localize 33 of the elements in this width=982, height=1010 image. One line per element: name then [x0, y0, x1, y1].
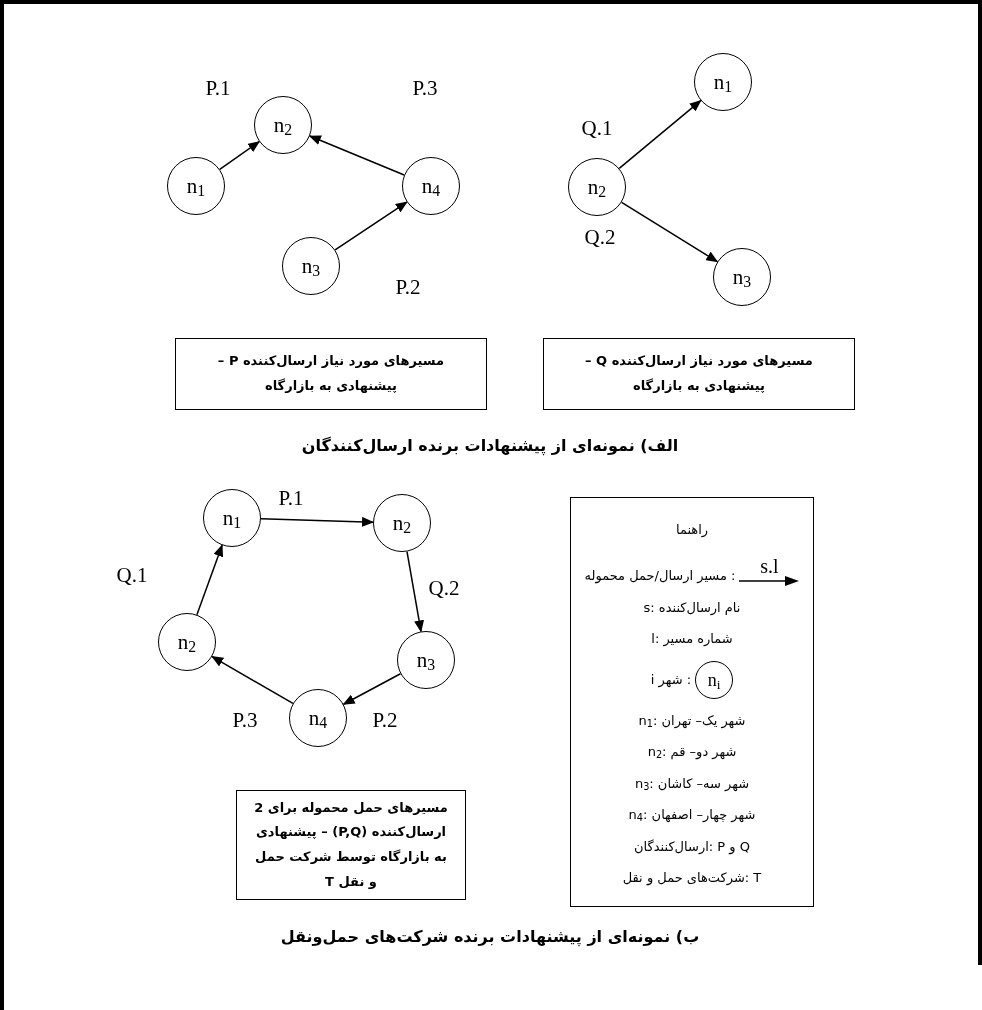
section-caption: الف) نمونه‌ای از پیشنهادات برنده ارسال‌کنندگان: [300, 435, 680, 458]
arrow: [334, 201, 408, 251]
arrow: [219, 140, 261, 171]
legend-text: شرکت‌های حمل و نقل: T: [622, 869, 762, 888]
legend-text: s.l: [760, 555, 779, 576]
section-caption: ب) نمونه‌ای از پیشنهادات برنده شرکت‌های حمل‌ونقل: [279, 926, 701, 948]
edge-label: P.3: [232, 709, 258, 731]
caption-box: [175, 338, 487, 410]
legend-text: راهنما: [675, 521, 709, 540]
edge-label: Q.2: [584, 226, 616, 248]
edge-label: Q.1: [581, 117, 613, 139]
arrow: [260, 516, 374, 527]
caption-box: [543, 338, 855, 410]
edge-label: P.2: [395, 276, 421, 298]
edge-label: P.1: [205, 77, 231, 99]
arrow: [620, 201, 719, 263]
edge-label: Q.2: [428, 577, 460, 599]
legend-text: : مسیر ارسال/حمل محموله: [584, 567, 736, 586]
legend-text: s: نام ارسال‌کننده: [643, 598, 741, 617]
arrow: [618, 99, 702, 170]
arrow: [406, 550, 424, 633]
arrow: [342, 672, 402, 706]
legend-text: l: شماره مسیر: [651, 630, 733, 649]
legend-text: : شهر i: [650, 670, 692, 690]
legend-text: ارسال‌کنندگان: P و Q: [634, 837, 750, 856]
edge-label: P.3: [412, 77, 438, 99]
arrow: [211, 655, 294, 705]
legend-box: [570, 497, 814, 907]
edge-label: P.1: [278, 487, 304, 509]
edge-label: Q.1: [116, 564, 148, 586]
arrow: [308, 135, 405, 176]
caption-box: [236, 790, 466, 900]
edge-label: P.2: [372, 709, 398, 731]
